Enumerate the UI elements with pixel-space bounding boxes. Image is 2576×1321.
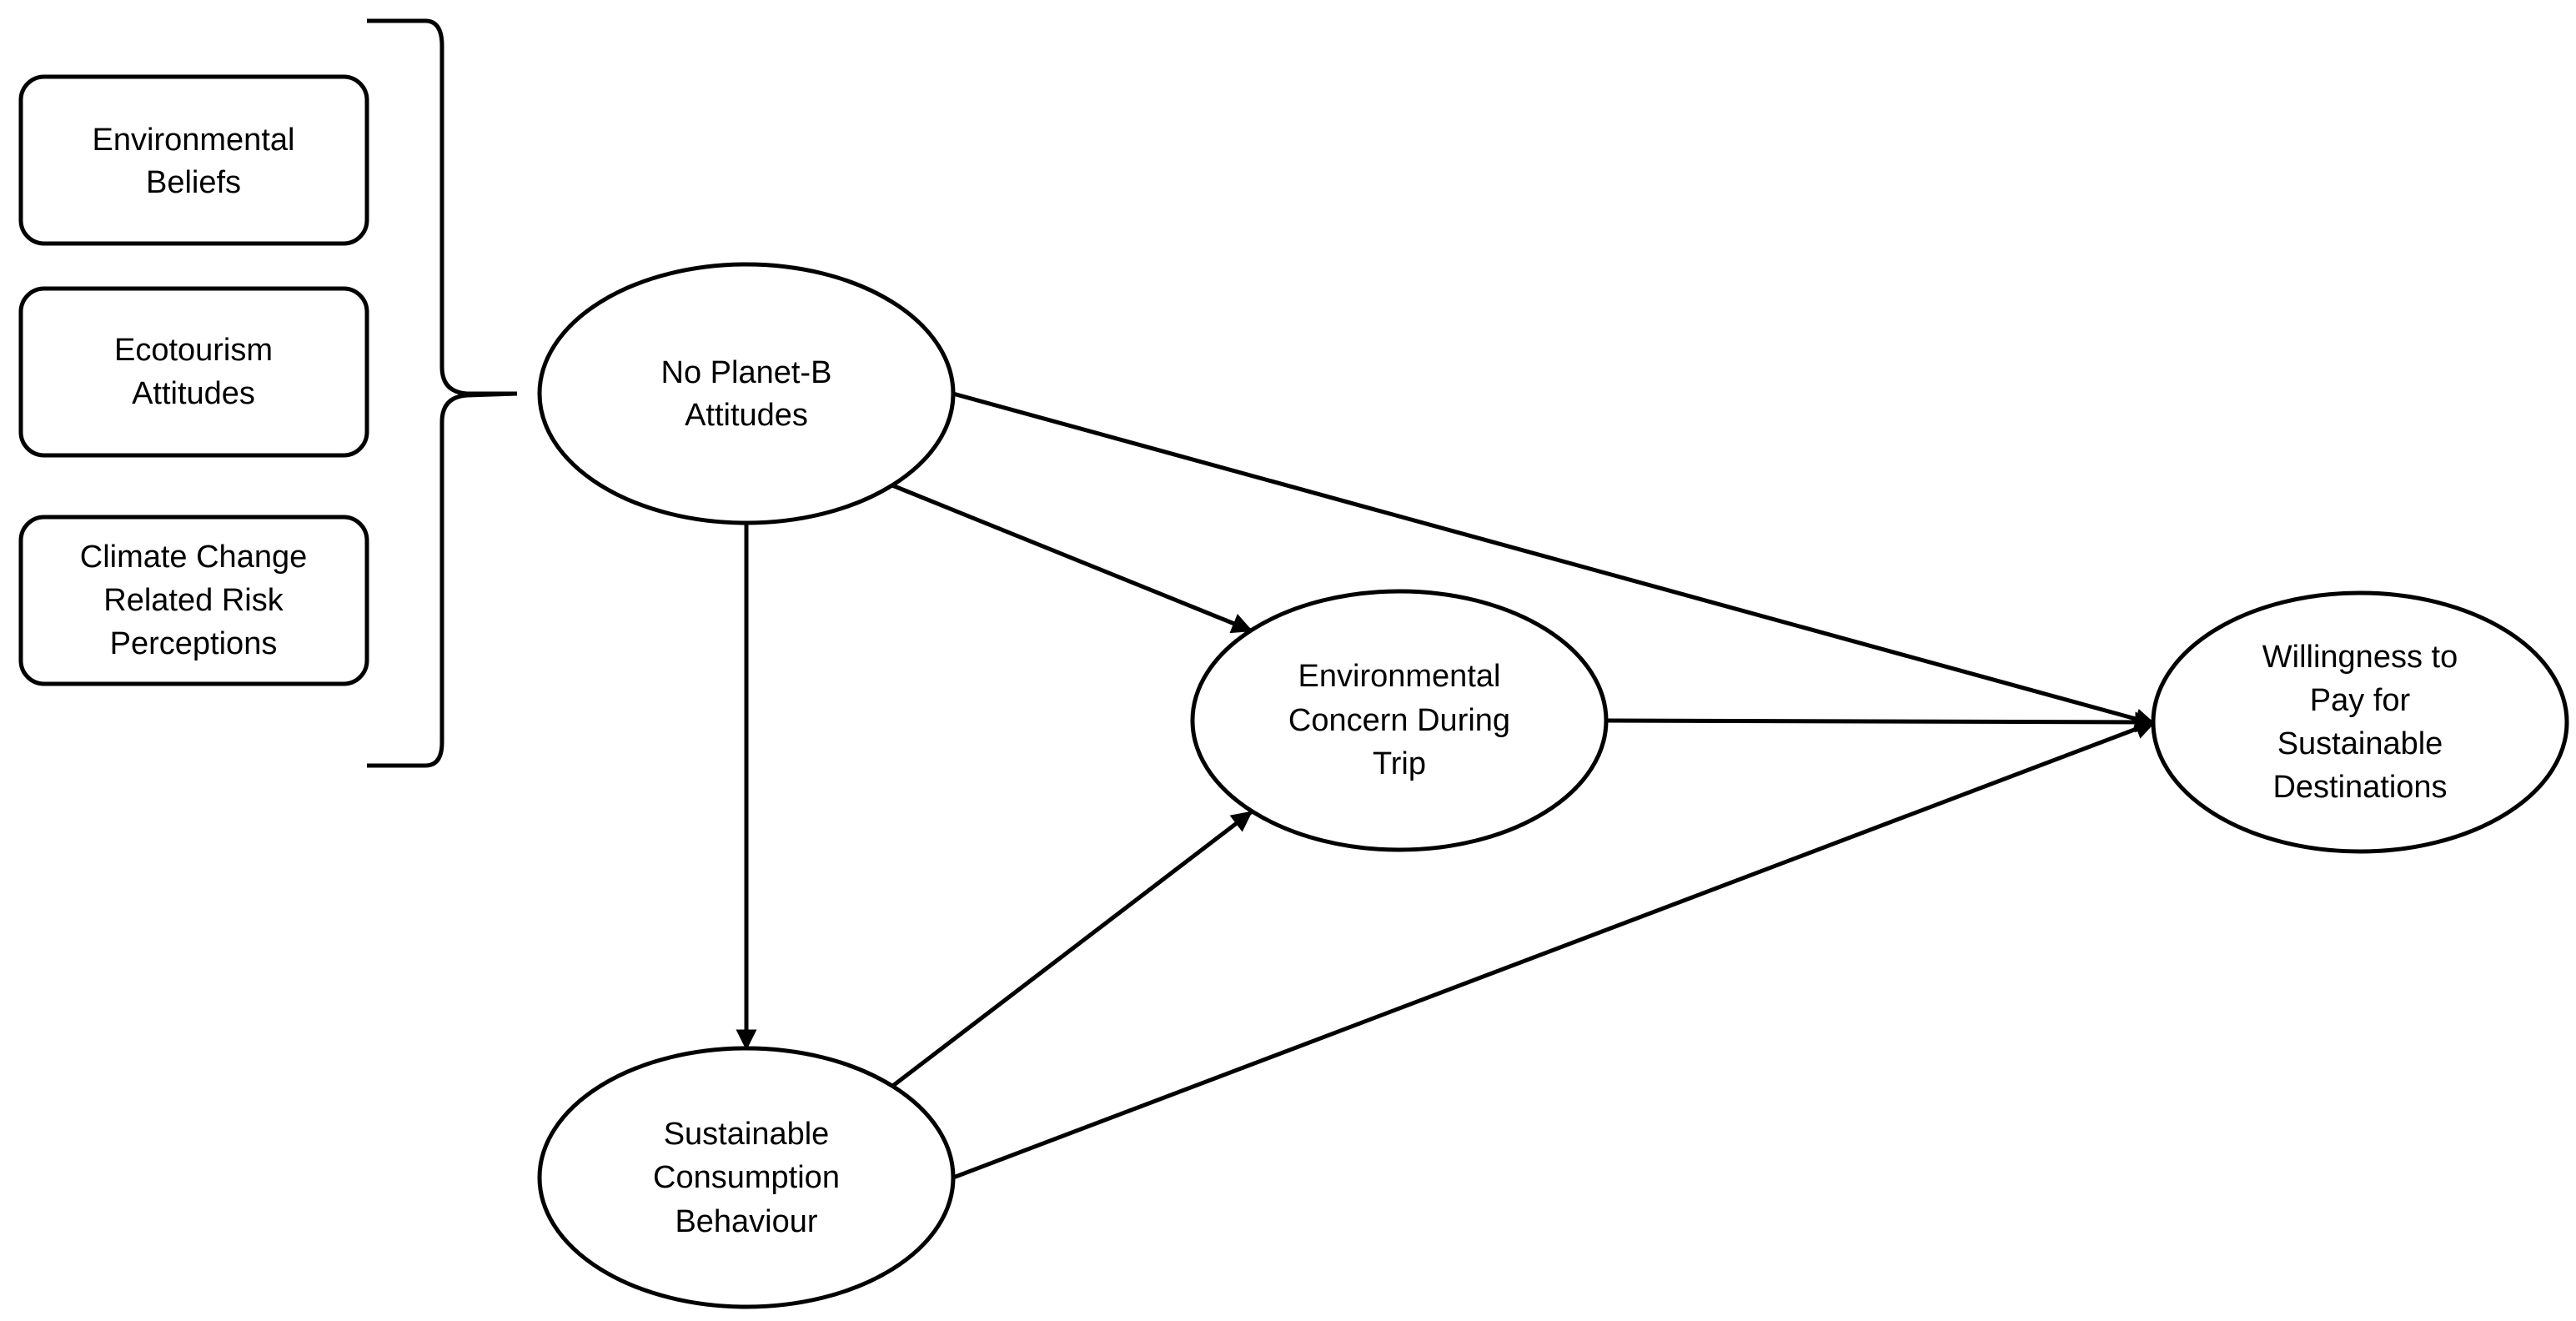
svg-text:Concern During: Concern During — [1288, 703, 1510, 738]
svg-text:Destinations: Destinations — [2272, 770, 2447, 805]
svg-text:Related Risk: Related Risk — [103, 583, 284, 618]
edge-concern-to-willingness — [1604, 711, 2157, 733]
edges — [736, 391, 2157, 1180]
node-climate-risk-perceptions: Climate Change Related Risk Perceptions — [18, 515, 369, 686]
svg-text:Ecotourism: Ecotourism — [114, 333, 273, 368]
svg-text:Consumption: Consumption — [653, 1160, 840, 1195]
node-ecotourism-attitudes: Ecotourism Attitudes — [18, 286, 369, 458]
node-environmental-concern-during-trip: Environmental Concern During Trip — [1190, 589, 1609, 852]
svg-text:Trip: Trip — [1373, 746, 1426, 781]
svg-text:Environmental: Environmental — [93, 123, 295, 158]
svg-text:Attitudes: Attitudes — [685, 398, 808, 433]
svg-text:Beliefs: Beliefs — [146, 165, 241, 200]
svg-text:Attitudes: Attitudes — [132, 376, 255, 411]
svg-text:Willingness to: Willingness to — [2262, 640, 2458, 675]
svg-text:Pay for: Pay for — [2310, 683, 2411, 718]
edge-noplanetb-to-concern — [891, 483, 1253, 634]
svg-text:Sustainable: Sustainable — [2277, 726, 2443, 761]
edge-consumption-to-concern — [889, 811, 1253, 1089]
grouping-brace — [367, 18, 518, 768]
svg-text:Sustainable: Sustainable — [664, 1117, 830, 1152]
node-no-planet-b-attitudes: No Planet-B Attitudes — [537, 262, 956, 525]
svg-text:Environmental: Environmental — [1298, 659, 1501, 694]
node-environmental-beliefs: Environmental Beliefs — [18, 74, 369, 246]
edge-noplanetb-to-willingness — [952, 391, 2157, 730]
edge-consumption-to-willingness — [952, 719, 2157, 1180]
node-sustainable-consumption-behaviour: Sustainable Consumption Behaviour — [537, 1046, 956, 1309]
svg-text:Perceptions: Perceptions — [110, 626, 278, 661]
svg-text:No Planet-B: No Planet-B — [661, 355, 832, 390]
node-willingness-to-pay: Willingness to Pay for Sustainable Desti… — [2151, 590, 2569, 854]
svg-text:Behaviour: Behaviour — [675, 1204, 817, 1239]
svg-text:Climate Change: Climate Change — [80, 540, 307, 575]
